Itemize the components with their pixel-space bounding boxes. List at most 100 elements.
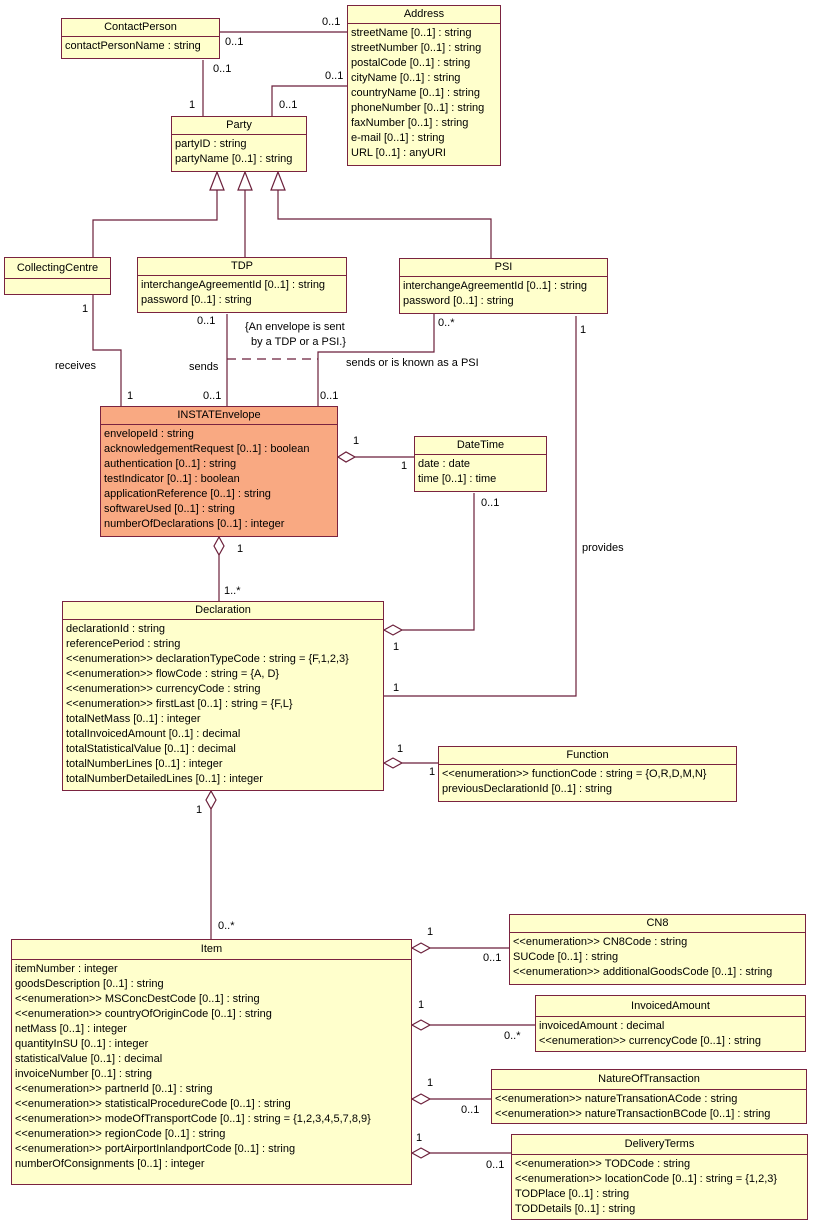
class-invoicedamount[interactable]: InvoicedAmount invoicedAmount : decimal … [535,995,806,1052]
attribute: <<enumeration>> additionalGoodsCode [0..… [513,966,773,978]
class-name: Item [12,940,411,960]
class-attributes: interchangeAgreementId [0..1] : string p… [400,277,607,312]
attribute: <<enumeration>> regionCode [0..1] : stri… [15,1128,226,1140]
generalization-arrow-cc [209,170,225,191]
multiplicity: 1 [393,682,400,694]
multiplicity: 0..* [438,317,455,329]
class-function[interactable]: Function <<enumeration>> functionCode : … [438,746,737,802]
multiplicity: 0..1 [486,1159,505,1171]
class-deliveryterms[interactable]: DeliveryTerms <<enumeration>> TODCode : … [511,1134,808,1220]
class-attributes: <<enumeration>> functionCode : string = … [439,765,736,800]
assoc-sends-psi [317,314,435,406]
attribute: totalNumberLines [0..1] : integer [66,758,223,770]
attribute: faxNumber [0..1] : string [351,117,469,129]
aggregation-diamond [382,624,404,636]
multiplicity: 0..1 [320,390,339,402]
multiplicity: 1 [427,1077,434,1089]
multiplicity: 1 [429,766,436,778]
attribute: itemNumber : integer [15,963,118,975]
attribute: password [0..1] : string [141,294,252,306]
class-psi[interactable]: PSI interchangeAgreementId [0..1] : stri… [399,258,608,314]
attribute: URL [0..1] : anyURI [351,147,446,159]
generalization-collectingcentre [92,190,218,258]
class-attributes: date : date time [0..1] : time [415,455,546,490]
attribute: <<enumeration>> firstLast [0..1] : strin… [66,698,293,710]
class-attributes: <<enumeration>> natureTransationACode : … [492,1090,806,1125]
class-name: INSTATEnvelope [101,407,337,425]
attribute: <<enumeration>> declarationTypeCode : st… [66,653,349,665]
aggregation-diamond [336,451,357,463]
attribute: TODPlace [0..1] : string [515,1188,630,1200]
class-natureoftransaction[interactable]: NatureOfTransaction <<enumeration>> natu… [491,1069,807,1124]
class-datetime[interactable]: DateTime date : date time [0..1] : time [414,436,547,492]
class-attributes: contactPersonName : string [62,37,219,57]
class-attributes: interchangeAgreementId [0..1] : string p… [138,276,346,311]
attribute: <<enumeration>> TODCode : string [515,1158,691,1170]
attribute: <<enumeration>> flowCode : string = {A, … [66,668,280,680]
class-name: CollectingCentre [5,258,110,279]
attribute: statisticalValue [0..1] : decimal [15,1053,163,1065]
association-label: receives [55,360,96,372]
class-tdp[interactable]: TDP interchangeAgreementId [0..1] : stri… [137,257,347,313]
class-cn8[interactable]: CN8 <<enumeration>> CN8Code : string SUC… [509,914,806,985]
attribute: totalStatisticalValue [0..1] : decimal [66,743,236,755]
aggregation-diamond [410,942,432,954]
class-attributes: declarationId : string referencePeriod :… [63,620,383,790]
aggregation-diamond [205,789,217,811]
multiplicity: 0..* [504,1030,521,1042]
attribute: time [0..1] : time [418,473,497,485]
attribute: <<enumeration>> statisticalProcedureCode… [15,1098,291,1110]
attribute: declarationId : string [66,623,166,635]
multiplicity: 1 [82,303,89,315]
class-name: TDP [138,258,346,276]
attribute: netMass [0..1] : integer [15,1023,127,1035]
class-attributes: itemNumber : integer goodsDescription [0… [12,960,411,1175]
multiplicity: 0..1 [203,390,222,402]
aggregation-diamond [410,1147,432,1159]
class-attributes: streetName [0..1] : string streetNumber … [348,24,500,164]
association-label: provides [582,542,624,554]
multiplicity: 0..1 [279,99,298,111]
attribute: countryName [0..1] : string [351,87,480,99]
attribute: <<enumeration>> portAirportInlandportCod… [15,1143,296,1155]
class-party[interactable]: Party partyID : string partyName [0..1] … [171,116,307,172]
multiplicity: 1 [393,641,400,653]
attribute: <<enumeration>> currencyCode : string [66,683,261,695]
class-instatenvelope[interactable]: INSTATEnvelope envelopeId : string ackno… [100,406,338,537]
attribute: <<enumeration>> functionCode : string = … [442,768,707,780]
attribute: totalNumberDetailedLines [0..1] : intege… [66,773,263,785]
class-name: Address [348,6,500,24]
assoc-datetime-declaration [402,493,475,631]
class-collectingcentre[interactable]: CollectingCentre [4,257,111,295]
multiplicity: 1 [580,324,587,336]
attribute: streetNumber [0..1] : string [351,42,482,54]
multiplicity: 0..1 [225,36,244,48]
attribute: <<enumeration>> partnerId [0..1] : strin… [15,1083,213,1095]
attribute: authentication [0..1] : string [104,458,237,470]
attribute: streetName [0..1] : string [351,27,472,39]
class-name: DateTime [415,437,546,455]
multiplicity: 1 [189,99,196,111]
class-name: CN8 [510,915,805,933]
attribute: password [0..1] : string [403,295,514,307]
class-contactperson[interactable]: ContactPerson contactPersonName : string [61,18,220,59]
attribute: interchangeAgreementId [0..1] : string [403,280,588,292]
class-name: PSI [400,259,607,277]
attribute: interchangeAgreementId [0..1] : string [141,279,326,291]
attribute: testIndicator [0..1] : boolean [104,473,240,485]
attribute: <<enumeration>> locationCode [0..1] : st… [515,1173,778,1185]
attribute: postalCode [0..1] : string [351,57,471,69]
class-declaration[interactable]: Declaration declarationId : string refer… [62,601,384,791]
class-address[interactable]: Address streetName [0..1] : string stree… [347,5,501,166]
class-attributes: partyID : string partyName [0..1] : stri… [172,135,306,170]
multiplicity: 1..* [224,585,241,597]
multiplicity: 1 [397,743,404,755]
attribute: acknowledgementRequest [0..1] : boolean [104,443,310,455]
attribute: TODDetails [0..1] : string [515,1203,636,1215]
assoc-receives [92,295,122,406]
class-item[interactable]: Item itemNumber : integer goodsDescripti… [11,939,412,1185]
class-name: Declaration [63,602,383,620]
attribute: contactPersonName : string [65,40,201,52]
attribute: e-mail [0..1] : string [351,132,445,144]
